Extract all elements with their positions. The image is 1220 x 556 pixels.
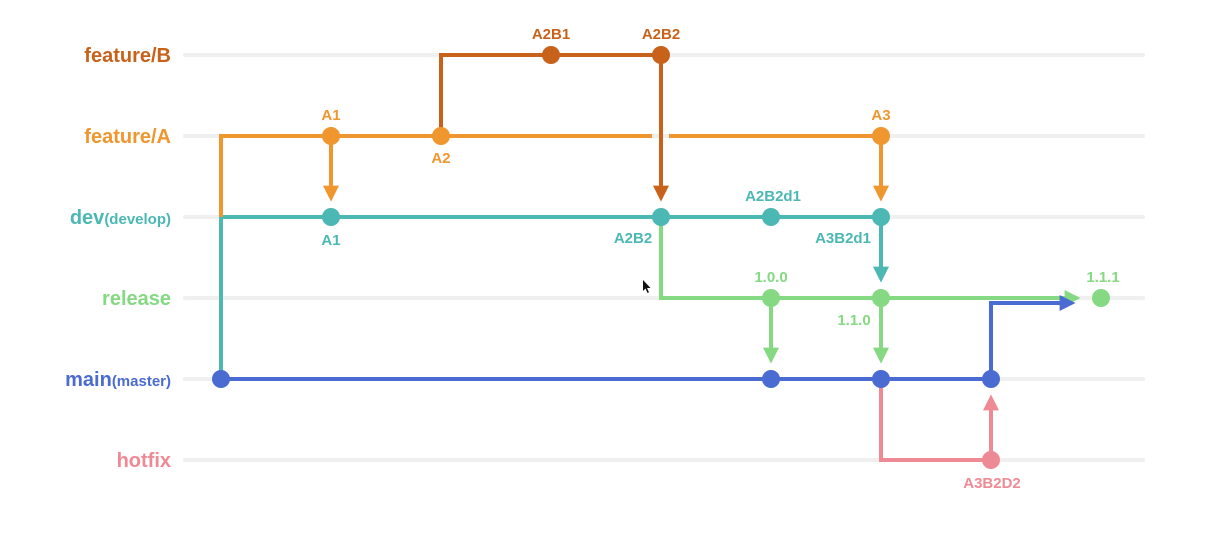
lane-label-main-sub: (master)	[112, 373, 171, 390]
mouse-cursor-icon	[643, 280, 651, 293]
commit-node-rel-110	[872, 289, 890, 307]
commit-node-main-start	[212, 370, 230, 388]
commit-label-fb-a2b1: A2B1	[532, 26, 570, 43]
commit-node-dev-a1	[322, 208, 340, 226]
commit-label-fa-a1: A1	[321, 107, 340, 124]
hotfix-branch-line	[879, 379, 991, 462]
lane-label-dev: dev(develop)	[70, 207, 171, 229]
commit-node-fa-a2	[432, 127, 450, 145]
lane-labels: feature/B feature/A dev(develop) release…	[65, 45, 171, 472]
commit-node-dev-a2b2d1	[762, 208, 780, 226]
lane-label-feature-b-text: feature/B	[84, 45, 171, 67]
commit-node-rel-111	[1092, 289, 1110, 307]
commit-node-dev-a3b2d1	[872, 208, 890, 226]
commit-node-dev-a2b2	[652, 208, 670, 226]
commit-node-fb-a2b2	[652, 46, 670, 64]
commit-node-fa-a1	[322, 127, 340, 145]
commit-label-hf-a3b2d2: A3B2D2	[963, 475, 1021, 492]
lane-label-hotfix: hotfix	[117, 450, 171, 472]
commit-label-dev-a2b2d1: A2B2d1	[745, 188, 801, 205]
commit-node-main-hotfix-merge	[982, 370, 1000, 388]
commit-node-fb-a2b1	[542, 46, 560, 64]
commit-label-fa-a3: A3	[871, 107, 890, 124]
feature-a-branch-line-left	[219, 134, 652, 217]
commit-labels: A2B1 A2B2 A1 A2 A3 A1 A2B2 A2B2d1 A3B2d1…	[321, 26, 1119, 492]
commit-node-fa-a3	[872, 127, 890, 145]
commit-label-dev-a1: A1	[321, 232, 340, 249]
lane-label-release-text: release	[102, 288, 171, 310]
lane-label-main-text: main	[65, 369, 112, 391]
lane-label-feature-a-text: feature/A	[84, 126, 171, 148]
commit-label-dev-a3b2d1: A3B2d1	[815, 230, 871, 247]
commit-node-hf-a3b2d2	[982, 451, 1000, 469]
lane-label-release: release	[102, 288, 171, 310]
commit-label-rel-110: 1.1.0	[837, 312, 870, 329]
lane-label-hotfix-text: hotfix	[117, 450, 171, 472]
commit-node-rel-100	[762, 289, 780, 307]
commit-node-main-merge-100	[762, 370, 780, 388]
commit-node-main-merge-110	[872, 370, 890, 388]
branch-lines	[219, 53, 1081, 462]
lane-label-feature-b: feature/B	[84, 45, 171, 67]
release-branch-line	[659, 217, 1081, 306]
commit-label-rel-100: 1.0.0	[754, 269, 787, 286]
commit-label-rel-111: 1.1.1	[1086, 269, 1119, 286]
commit-label-fa-a2: A2	[431, 150, 450, 167]
commit-label-fb-a2b2: A2B2	[642, 26, 680, 43]
commit-nodes	[212, 46, 1110, 469]
lane-label-dev-sub: (develop)	[104, 211, 171, 228]
commit-label-dev-a2b2: A2B2	[614, 230, 652, 247]
lane-label-feature-a: feature/A	[84, 126, 171, 148]
lane-label-dev-text: dev	[70, 207, 105, 229]
merge-arrow-main-to-release	[989, 295, 1076, 379]
feature-b-branch-line	[439, 53, 661, 136]
lane-label-main: main(master)	[65, 369, 171, 391]
